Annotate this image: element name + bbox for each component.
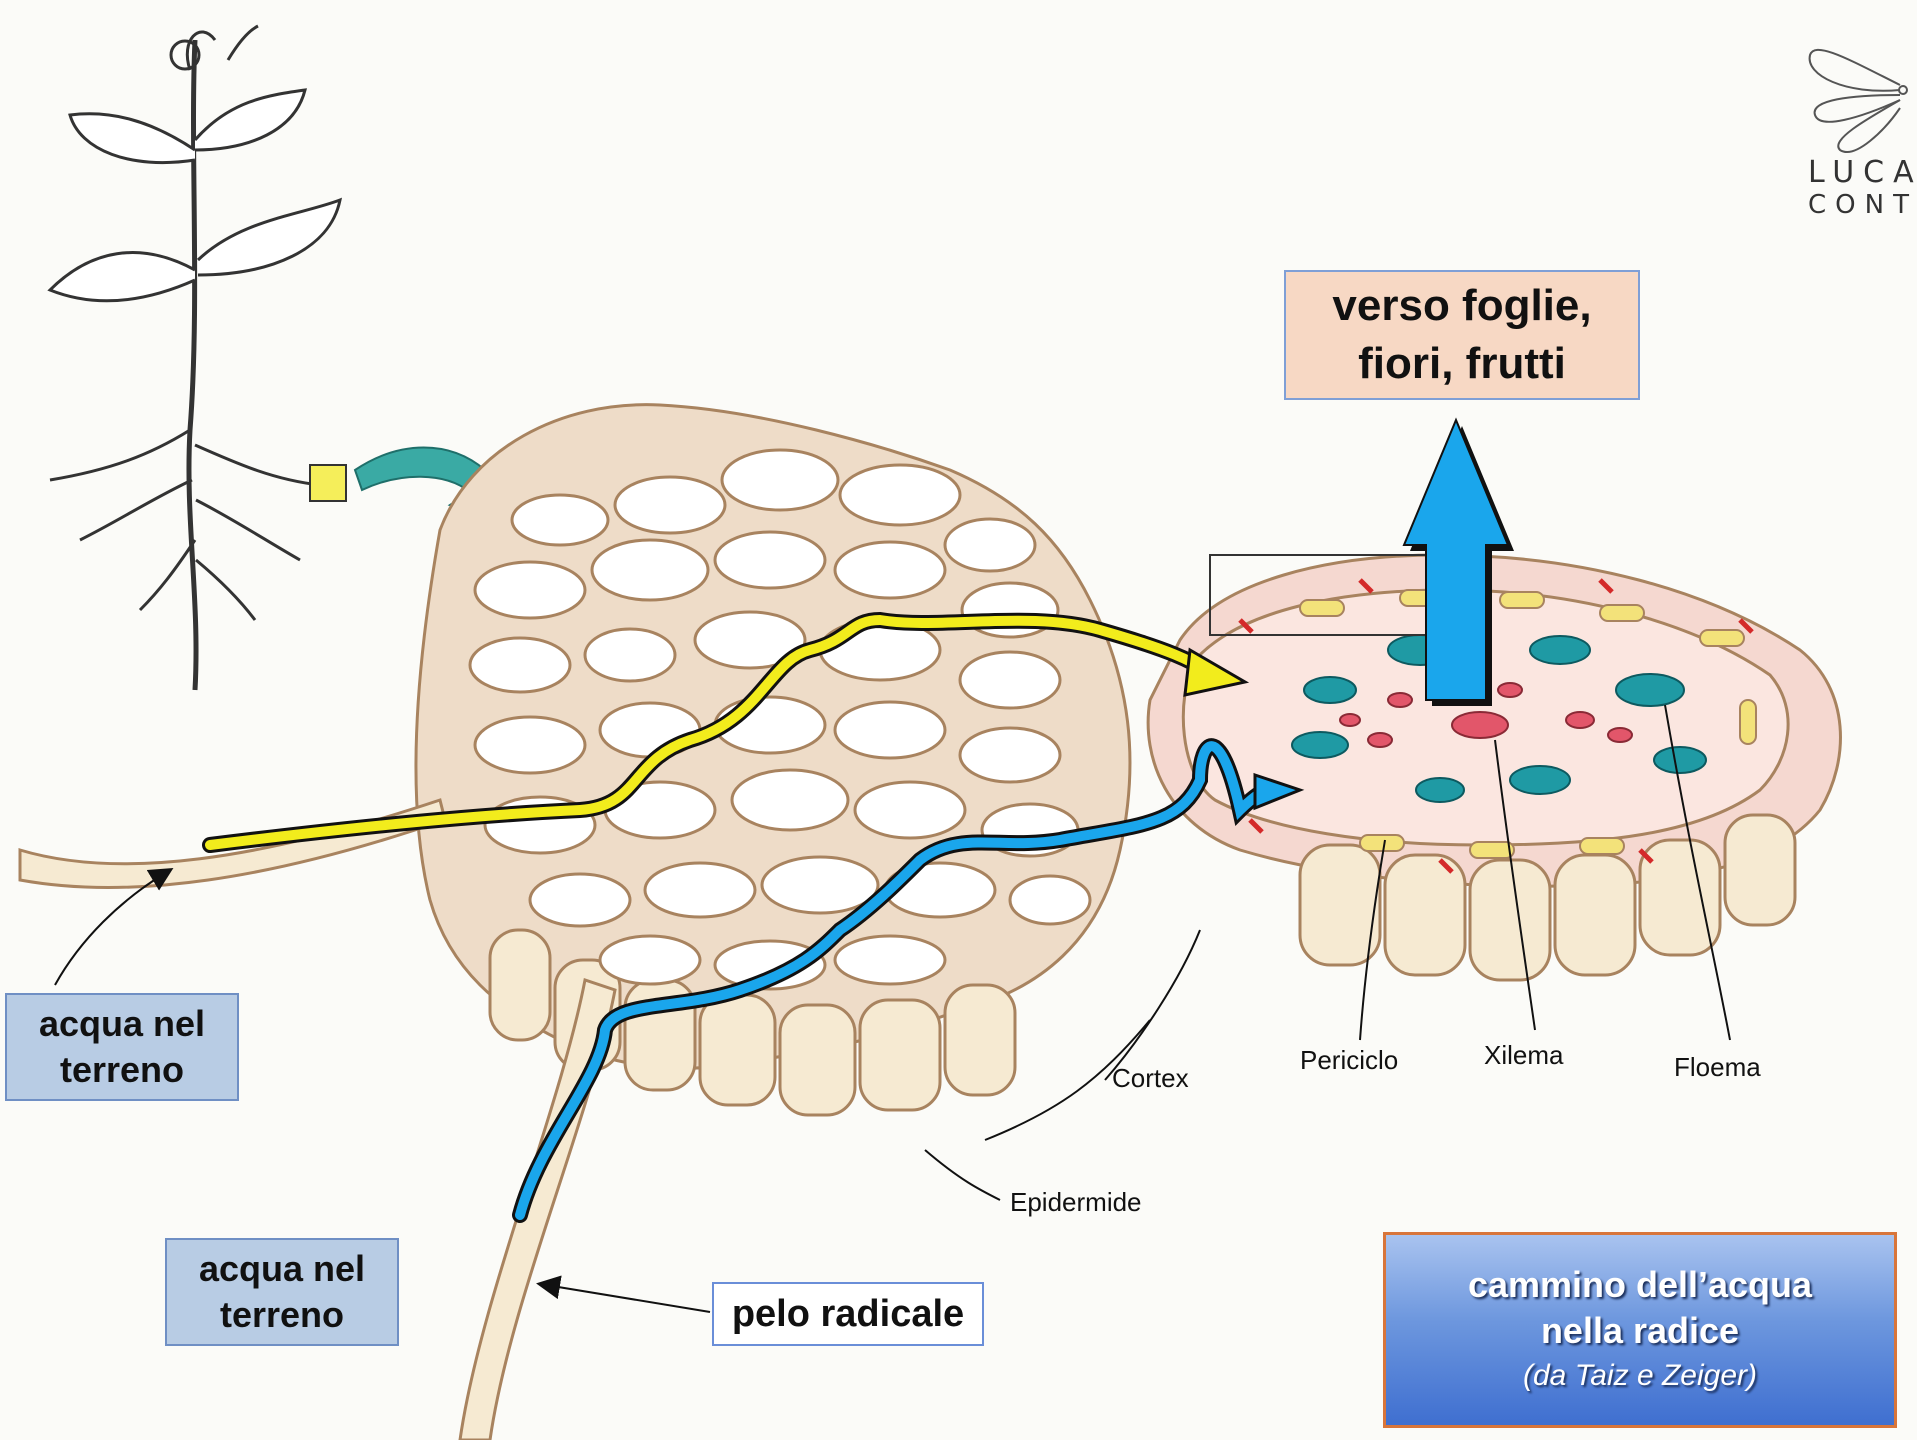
magnification-box	[310, 465, 346, 501]
destination-label: verso foglie, fiori, frutti	[1284, 270, 1640, 400]
water-in-soil-label-left: acqua nel terreno	[5, 993, 239, 1101]
xylem-label: Xilema	[1484, 1040, 1563, 1071]
water-left-line-2: terreno	[60, 1047, 184, 1093]
destination-line-1: verso foglie,	[1332, 277, 1591, 335]
plant-illustration	[50, 26, 340, 690]
root-hair-bottom	[460, 980, 615, 1440]
title-line-2: nella radice	[1541, 1308, 1739, 1354]
title-line-1: cammino dell’acqua	[1468, 1262, 1812, 1308]
cortex-label: Cortex	[1112, 1063, 1189, 1094]
phloem-label: Floema	[1674, 1052, 1761, 1083]
root-stele-section	[1148, 555, 1840, 980]
logo-line-1: LUCA	[1808, 155, 1917, 190]
logo-line-2: CONTE	[1808, 190, 1917, 220]
destination-line-2: fiori, frutti	[1358, 335, 1566, 393]
epidermis-label: Epidermide	[1010, 1187, 1142, 1218]
butterfly-logo-icon	[1810, 50, 1907, 152]
water-bottom-line-1: acqua nel	[199, 1246, 365, 1292]
pericycle-label: Periciclo	[1300, 1045, 1398, 1076]
water-bottom-line-2: terreno	[220, 1292, 344, 1338]
water-left-line-1: acqua nel	[39, 1001, 205, 1047]
title-box: cammino dell’acqua nella radice (da Taiz…	[1383, 1232, 1897, 1428]
title-credit: (da Taiz e Zeiger)	[1523, 1354, 1757, 1398]
water-in-soil-label-bottom: acqua nel terreno	[165, 1238, 399, 1346]
root-hair-label: pelo radicale	[712, 1282, 984, 1346]
root-cortex-section	[416, 405, 1130, 1115]
